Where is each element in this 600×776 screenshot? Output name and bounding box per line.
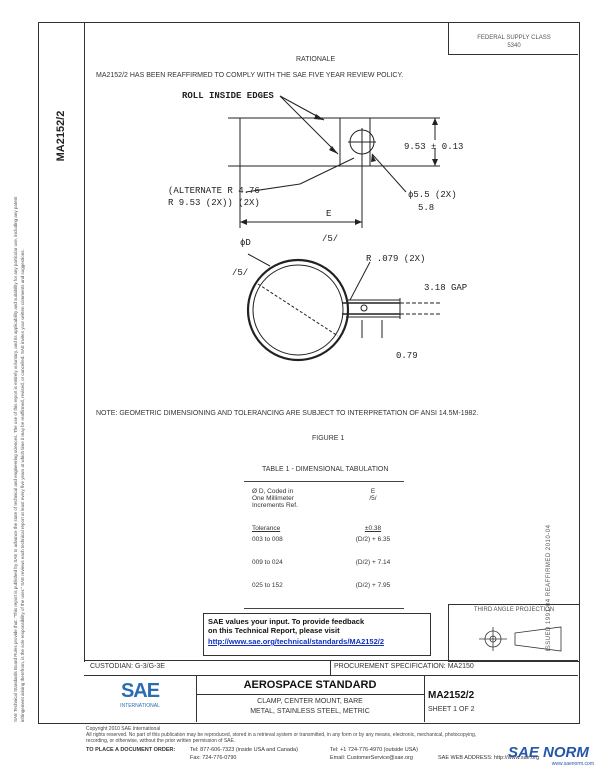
footer-top-line bbox=[84, 660, 578, 661]
table-tolerance-label: Tolerance bbox=[252, 525, 281, 532]
footer-divider-right bbox=[424, 675, 425, 722]
e-dimension-label: E bbox=[326, 209, 332, 219]
projection-symbol-icon bbox=[479, 626, 562, 652]
third-angle-box: THIRD ANGLE PROJECTION bbox=[448, 604, 580, 662]
table-title: TABLE 1 - DIMENSIONAL TABULATION bbox=[262, 466, 389, 473]
sheet-number: SHEET 1 OF 2 bbox=[428, 706, 475, 713]
tel-usa: Tel: 877-606-7323 (inside USA and Canada… bbox=[190, 747, 298, 753]
gdt-note: NOTE: GEOMETRIC DIMENSIONING AND TOLERAN… bbox=[96, 410, 479, 417]
clamp-drawing bbox=[228, 95, 440, 362]
feedback-link[interactable]: http://www.sae.org/technical/standards/M… bbox=[208, 637, 385, 646]
footer-doc-number: MA2152/2 bbox=[428, 690, 475, 701]
watermark-url: www.saenorm.com bbox=[551, 761, 594, 767]
hole-diameter-label: ϕ5.5 (2X) bbox=[408, 190, 457, 200]
dim-0-79: 0.79 bbox=[396, 351, 418, 361]
table-row: 025 to 152 (D/2) + 7.95 bbox=[252, 580, 408, 591]
left-column-divider bbox=[84, 22, 85, 662]
table-cell-range: 003 to 008 bbox=[252, 536, 283, 543]
note-5-left: /5/ bbox=[232, 268, 249, 278]
table-row: 009 to 024 (D/2) + 7.14 bbox=[252, 557, 408, 568]
table-row: 003 to 008 (D/2) + 6.35 bbox=[252, 534, 408, 545]
footer-divider-logo bbox=[196, 675, 197, 722]
page-frame bbox=[38, 22, 580, 724]
roll-inside-edges-label: ROLL INSIDE EDGES bbox=[182, 91, 274, 101]
procurement-spec: PROCUREMENT SPECIFICATION: MA2150 bbox=[334, 663, 474, 670]
alternate-radius-line2: R 9.53 (2X)) (2X) bbox=[168, 198, 260, 208]
federal-supply-class: FEDERAL SUPPLY CLASS 5340 bbox=[477, 35, 551, 49]
email: Email: CustomerService@sae.org bbox=[330, 755, 413, 761]
hole-diameter-alt: 5.8 bbox=[418, 203, 435, 213]
table-rule-bottom bbox=[244, 608, 404, 609]
aerospace-standard: AEROSPACE STANDARD bbox=[243, 679, 377, 691]
feedback-box: SAE values your input. To provide feedba… bbox=[203, 613, 431, 656]
fax: Fax: 724-776-0790 bbox=[190, 755, 237, 761]
copyright-block: Copyright 2010 SAE International All rig… bbox=[86, 726, 586, 744]
issue-reaffirm-dates: ISSUED 1991-04 REAFFIRMED 2010-04 bbox=[546, 524, 552, 652]
header-bottom-line bbox=[448, 54, 578, 55]
footer-divider-mid bbox=[330, 660, 331, 675]
note-5-top: /5/ bbox=[322, 234, 339, 244]
watermark-text: SAE NORM bbox=[508, 744, 589, 761]
feedback-line2: on this Technical Report, please visit bbox=[208, 626, 340, 635]
side-doc-number: MA2152/2 bbox=[55, 110, 67, 162]
rights-text-2: recording, or otherwise, without the pri… bbox=[86, 738, 236, 744]
figure-label: FIGURE 1 bbox=[312, 435, 345, 442]
alternate-radius-line1: (ALTERNATE R 4.76 bbox=[168, 186, 260, 196]
table-cell-value: (D/2) + 6.35 bbox=[355, 536, 391, 543]
watermark: SAE NORM www.saenorm.com bbox=[508, 744, 600, 774]
gap-label: 3.18 GAP bbox=[424, 283, 468, 293]
footer-line-2 bbox=[84, 675, 578, 676]
table-cell-range: 025 to 152 bbox=[252, 582, 283, 589]
rationale-text: MA2152/2 HAS BEEN REAFFIRMED TO COMPLY W… bbox=[96, 72, 404, 79]
table-cell-value: (D/2) + 7.95 bbox=[355, 582, 391, 589]
table-cell-value: (D/2) + 7.14 bbox=[355, 559, 391, 566]
sae-logo-text: SAE bbox=[120, 680, 160, 702]
document-title-1: CLAMP, CENTER MOUNT, BARE bbox=[257, 698, 363, 705]
table-cell-range: 009 to 024 bbox=[252, 559, 283, 566]
tel-intl: Tel: +1 724-776-4970 (outside USA) bbox=[330, 747, 418, 753]
rationale-title: RATIONALE bbox=[296, 56, 336, 63]
document-title-2: METAL, STAINLESS STEEL, METRIC bbox=[250, 708, 370, 715]
sae-logo: SAE INTERNATIONAL bbox=[112, 680, 168, 720]
order-label: TO PLACE A DOCUMENT ORDER: bbox=[86, 747, 176, 753]
rights-text: All rights reserved. No part of this pub… bbox=[86, 732, 477, 738]
radius-079-label: R .079 (2X) bbox=[366, 254, 426, 264]
table-tolerance-value: ±0.38 bbox=[364, 525, 382, 532]
dim-9-53: 9.53 ± 0.13 bbox=[404, 142, 464, 152]
phi-d-label: ϕD bbox=[240, 238, 251, 248]
third-angle-label: THIRD ANGLE PROJECTION bbox=[473, 607, 555, 613]
left-margin-note: SAE Technical Standards Board Rules prov… bbox=[13, 196, 25, 722]
table-rule-top bbox=[244, 481, 404, 482]
table-header-e: E/5/ bbox=[369, 488, 377, 502]
header-box-left bbox=[448, 22, 449, 54]
web-address: SAE WEB ADDRESS: http://www.sae.org bbox=[438, 755, 540, 761]
copyright-text: Copyright 2010 SAE International bbox=[86, 726, 161, 732]
footer-line-3 bbox=[196, 694, 424, 695]
sae-logo-intl: INTERNATIONAL bbox=[120, 703, 160, 709]
feedback-line1: SAE values your input. To provide feedba… bbox=[208, 617, 365, 626]
custodian: CUSTODIAN: G-3/G-3E bbox=[90, 663, 165, 670]
